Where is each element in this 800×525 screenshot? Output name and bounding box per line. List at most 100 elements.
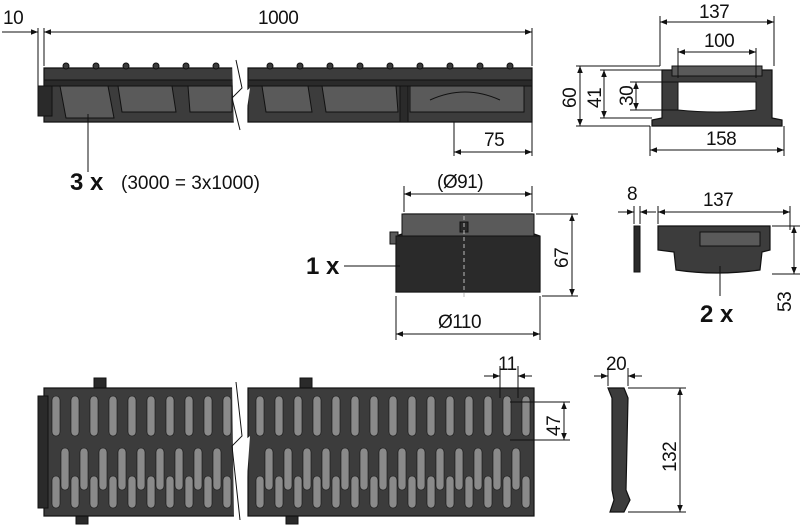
grate-slot: [127, 475, 137, 509]
grate-side-view: 20 132: [594, 354, 686, 513]
outlet-top-diameter-dimension: (Ø91): [437, 172, 483, 193]
grate-slot: [407, 395, 417, 437]
grate-slot: [464, 395, 474, 437]
channel-side-view: 10 1000 75 3 x (3000 = 3x1000): [2, 8, 533, 196]
grate-top-view: 11 47: [37, 354, 570, 525]
profile-inner-height-dimension: 41: [585, 88, 606, 108]
outlet-quantity: 1 x: [306, 253, 340, 280]
grate-slot: [435, 447, 445, 491]
grate-slot: [165, 475, 175, 509]
grate-slot: [108, 395, 118, 437]
profile-base-width-dimension: 158: [706, 129, 736, 150]
grate-height-dimension: 132: [660, 442, 681, 472]
channel-profile-view: 137 100 158 60 41 30: [560, 2, 785, 156]
end-cap-quantity: 2 x: [700, 301, 734, 328]
grate-slot: [483, 395, 493, 437]
grate-slot: [184, 395, 194, 437]
grate-slot: [426, 395, 436, 437]
grate-slot: [127, 395, 137, 437]
grate-slot: [212, 447, 222, 491]
channel-quantity: 3 x: [70, 169, 104, 196]
grate-slot: [184, 475, 194, 509]
grate-slot: [521, 475, 531, 509]
grate-slot: [388, 395, 398, 437]
grate-slot: [70, 475, 80, 509]
grate-slot: [340, 447, 350, 491]
grate-slot: [51, 395, 61, 437]
grate-slot: [302, 447, 312, 491]
grate-slot: [165, 395, 175, 437]
profile-rim-height-dimension: 30: [617, 86, 638, 106]
grate-slot: [222, 475, 232, 509]
grate-width-dimension: 20: [606, 354, 626, 375]
grate-slot: [350, 395, 360, 437]
grate-slot: [203, 475, 213, 509]
grate-slot: [146, 475, 156, 509]
channel-outlet-dimension: 75: [484, 130, 504, 151]
grate-slot: [321, 447, 331, 491]
grate-slot: [445, 475, 455, 509]
grate-slot: [388, 475, 398, 509]
grate-slot: [492, 447, 502, 491]
grate-slot: [255, 475, 265, 509]
end-cap-thickness-dimension: 8: [627, 184, 637, 205]
grate-slot: [193, 447, 203, 491]
grate-slot: [445, 395, 455, 437]
grate-slot: [378, 447, 388, 491]
grate-slot: [426, 475, 436, 509]
grate-slot: [60, 447, 70, 491]
grate-slot: [98, 447, 108, 491]
grate-slot: [454, 447, 464, 491]
grate-slot: [264, 447, 274, 491]
outlet-diameter-dimension: Ø110: [438, 312, 481, 333]
outlet-height-dimension: 67: [552, 248, 573, 268]
grate-slot: [331, 475, 341, 509]
channel-quantity-note: (3000 = 3x1000): [121, 173, 260, 194]
grate-slot: [79, 447, 89, 491]
grate-slot: [293, 395, 303, 437]
grate-slots: [51, 395, 531, 509]
grate-slot: [274, 475, 284, 509]
grate-slot-length-dimension: 47: [544, 416, 565, 436]
grate-slot: [397, 447, 407, 491]
grate-slot: [293, 475, 303, 509]
grate-slot: [146, 395, 156, 437]
grate-slot: [89, 475, 99, 509]
grate-slot: [174, 447, 184, 491]
grate-slot: [312, 475, 322, 509]
grate-slot: [283, 447, 293, 491]
grate-slot: [369, 395, 379, 437]
grate-slot: [117, 447, 127, 491]
grate-slot: [502, 395, 512, 437]
grate-slot: [369, 475, 379, 509]
profile-top-width-dimension: 137: [699, 2, 729, 23]
profile-inner-width-dimension: 100: [704, 31, 734, 52]
grate-slot: [350, 475, 360, 509]
grate-slot: [312, 395, 322, 437]
grate-slot: [511, 447, 521, 491]
grate-slot: [136, 447, 146, 491]
grate-slot: [51, 475, 61, 509]
grate-slot: [331, 395, 341, 437]
grate-slot: [108, 475, 118, 509]
grate-slot: [521, 395, 531, 437]
grate-slot: [222, 395, 232, 437]
grate-slot: [464, 475, 474, 509]
grate-slot: [483, 475, 493, 509]
grate-slot: [255, 395, 265, 437]
grate-slot: [203, 395, 213, 437]
grate-slot: [473, 447, 483, 491]
grate-slot: [89, 395, 99, 437]
grate-slot: [359, 447, 369, 491]
channel-length-dimension: 1000: [258, 8, 298, 29]
grate-slot: [502, 475, 512, 509]
profile-total-height-dimension: 60: [560, 88, 581, 108]
outlet-view: (Ø91) 67 Ø110 1 x: [306, 172, 578, 340]
grate-slot: [70, 395, 80, 437]
end-cap-width-dimension: 137: [703, 190, 733, 211]
end-cap-view: 8 137 53 2 x: [618, 184, 800, 328]
end-cap-height-dimension: 53: [775, 292, 796, 312]
grate-slot: [416, 447, 426, 491]
grate-slot: [407, 475, 417, 509]
